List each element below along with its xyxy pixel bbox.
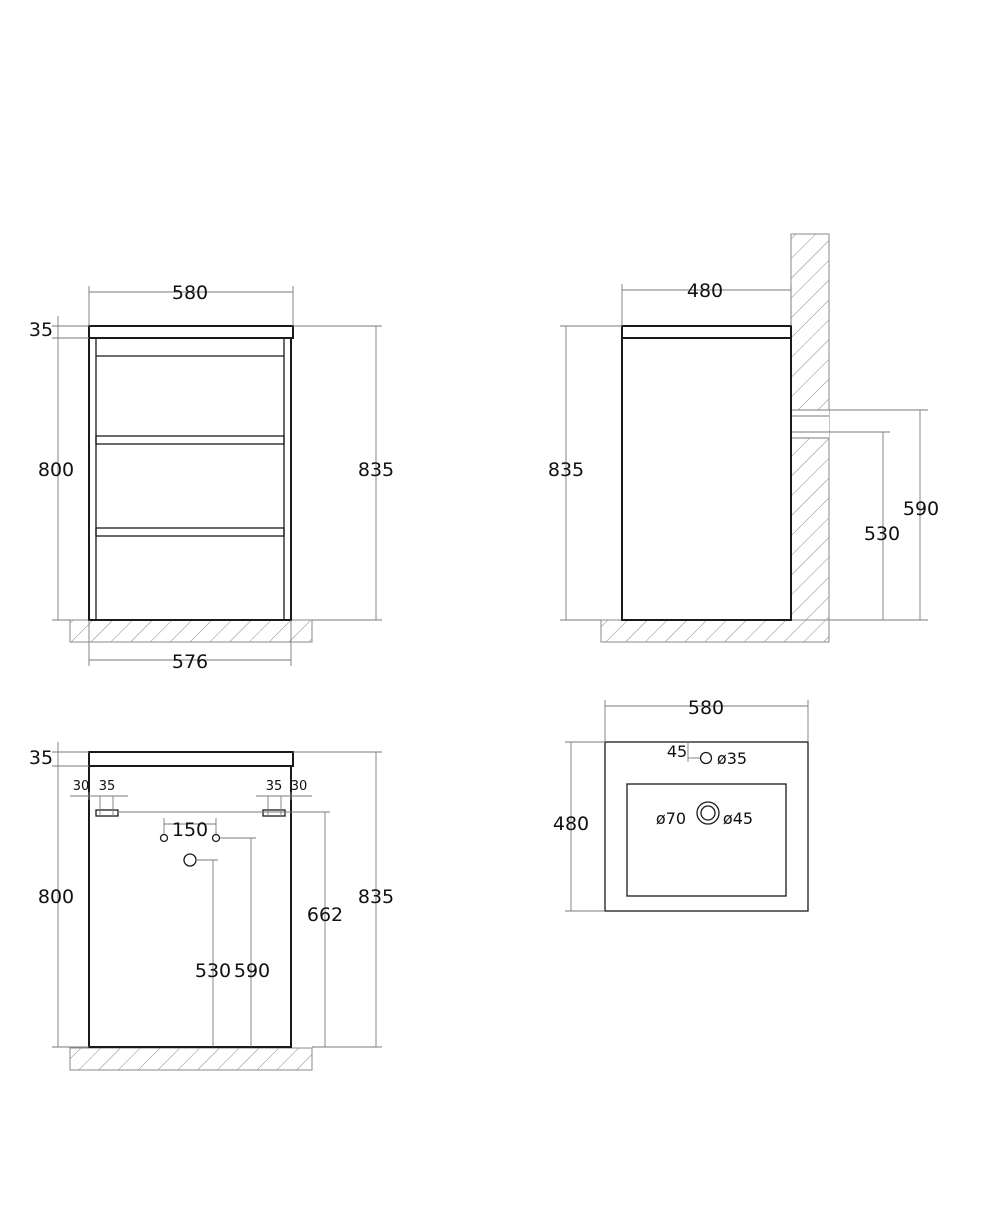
inlet-height-label: 590 bbox=[234, 960, 270, 982]
drain-height-label: 530 bbox=[195, 960, 231, 982]
left-bracket bbox=[95, 809, 119, 817]
inlet-spacing-label: 150 bbox=[172, 819, 208, 841]
back-view: 30 35 35 30 150 530 590 662 35 800 835 bbox=[29, 742, 394, 1071]
side-outlet-530-label: 530 bbox=[864, 523, 900, 545]
floor-hatch bbox=[69, 1047, 313, 1071]
countertop bbox=[88, 325, 294, 339]
drain-outlet bbox=[183, 853, 197, 867]
top-depth-label: 480 bbox=[553, 813, 589, 835]
water-inlet-right bbox=[211, 833, 221, 843]
tap-offset-label: 45 bbox=[667, 742, 687, 761]
side-outlet-590-label: 590 bbox=[903, 498, 939, 520]
left-bracket-label: 35 bbox=[99, 779, 116, 794]
drain-outer-ring bbox=[696, 801, 720, 825]
front-view: 580 576 35 800 835 bbox=[29, 282, 394, 673]
basin-outline bbox=[604, 741, 809, 912]
basin-bowl bbox=[626, 783, 787, 897]
floor-hatch bbox=[600, 619, 830, 643]
back-countertop bbox=[88, 751, 294, 767]
drain-outer-label: ø70 bbox=[656, 809, 686, 828]
side-cabinet-body bbox=[621, 337, 792, 621]
bracket-height-label: 662 bbox=[307, 904, 343, 926]
water-inlet-left bbox=[159, 833, 169, 843]
side-view: 480 835 590 530 bbox=[548, 233, 939, 643]
drain-inner-label: ø45 bbox=[723, 809, 753, 828]
right-bracket bbox=[262, 809, 286, 817]
tap-hole bbox=[699, 751, 713, 765]
front-width-top-label: 580 bbox=[172, 282, 208, 304]
front-body-height-label: 800 bbox=[38, 459, 74, 481]
top-width-label: 580 bbox=[688, 697, 724, 719]
cabinet-body bbox=[88, 337, 292, 621]
left-offset-label: 30 bbox=[73, 779, 90, 794]
tap-hole-label: ø35 bbox=[717, 749, 747, 768]
drain-inner-ring bbox=[700, 805, 716, 821]
back-cabinet-body bbox=[88, 765, 292, 1048]
back-total-height-label: 835 bbox=[358, 886, 394, 908]
side-countertop bbox=[621, 325, 792, 339]
side-depth-label: 480 bbox=[687, 280, 723, 302]
back-top-thickness-label: 35 bbox=[29, 747, 53, 769]
side-total-height-label: 835 bbox=[548, 459, 584, 481]
top-view: 580 480 45 ø35 ø70 ø45 bbox=[553, 697, 809, 912]
right-bracket-label: 35 bbox=[266, 779, 283, 794]
front-top-thickness-label: 35 bbox=[29, 319, 53, 341]
drawer-gap-1 bbox=[95, 435, 285, 445]
front-width-bottom-label: 576 bbox=[172, 651, 208, 673]
back-body-height-label: 800 bbox=[38, 886, 74, 908]
floor-hatch bbox=[69, 619, 313, 643]
drawer-gap-2 bbox=[95, 527, 285, 537]
right-offset-label: 30 bbox=[291, 779, 308, 794]
front-total-height-label: 835 bbox=[358, 459, 394, 481]
